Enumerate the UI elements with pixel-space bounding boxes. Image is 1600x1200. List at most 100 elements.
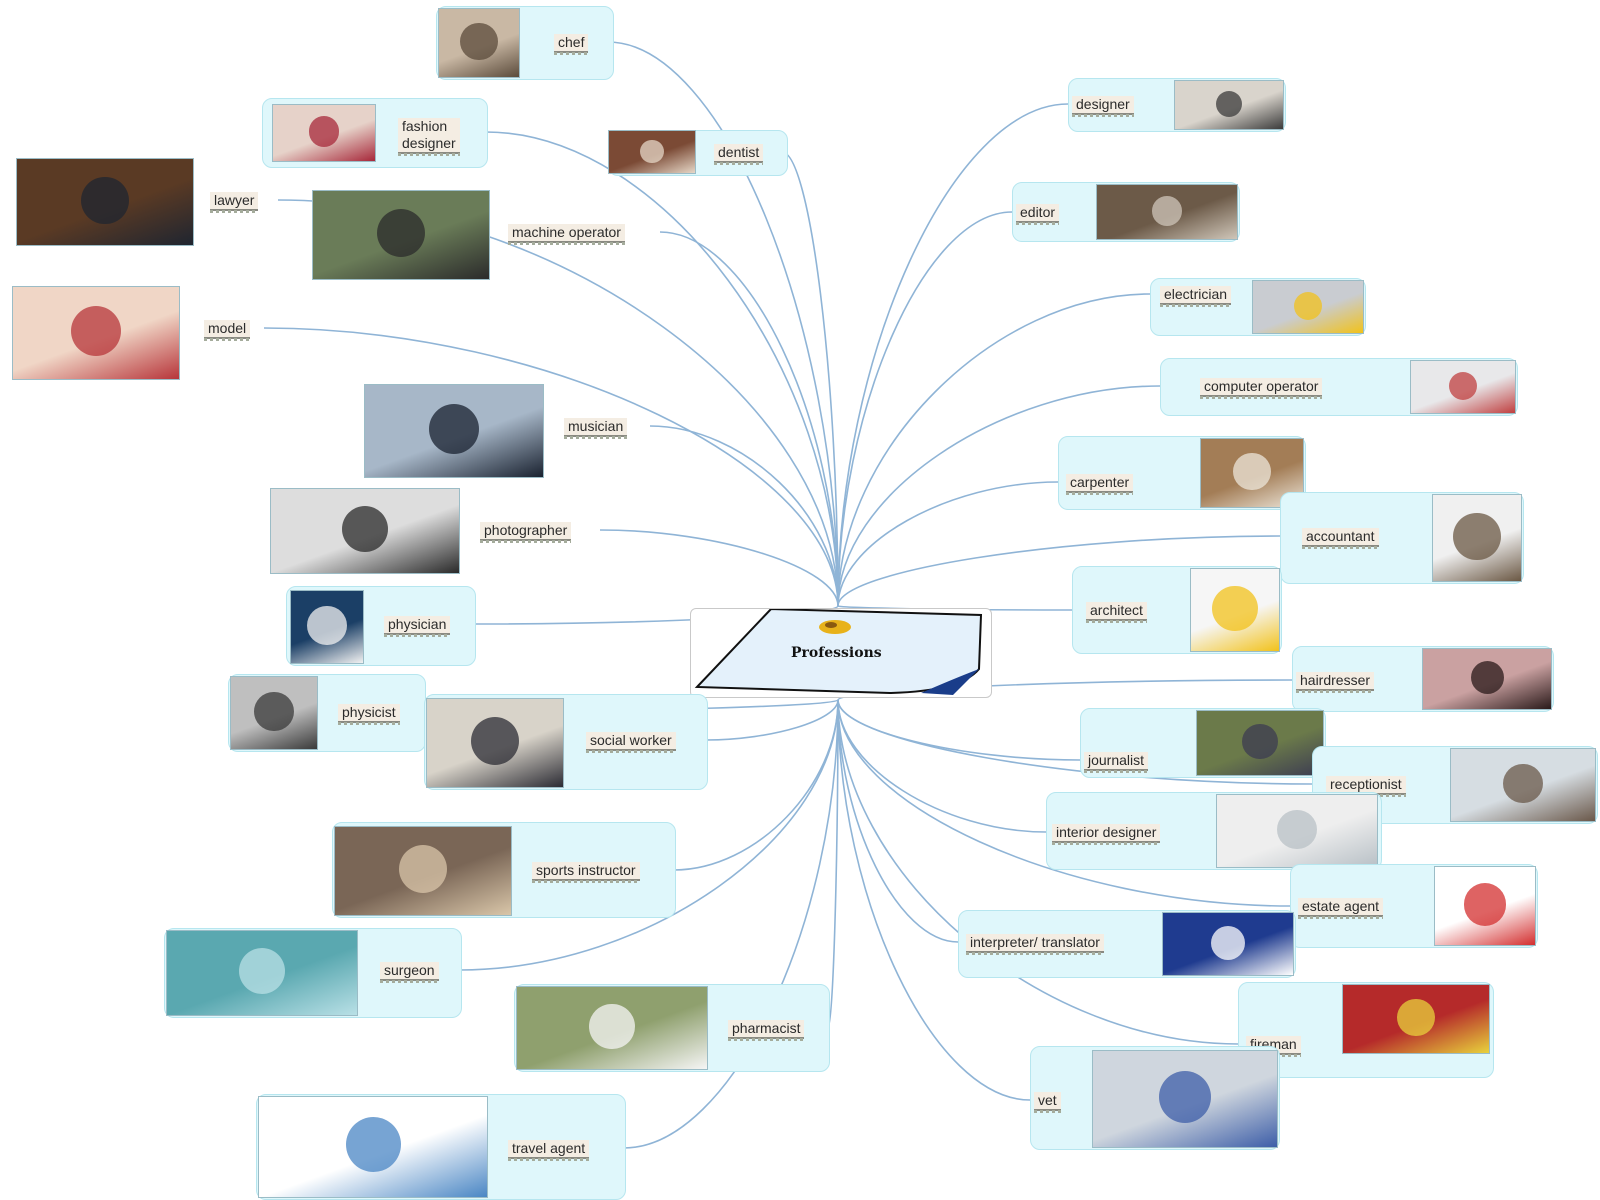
photo-fashion-designer[interactable] [272,104,376,162]
label-underline [508,1158,590,1161]
topic-label-model[interactable]: model [204,320,251,341]
connector-dentist [781,151,839,607]
topic-label-interior-designer[interactable]: interior designer [1052,824,1161,845]
photo-figure [1448,371,1478,401]
photo-chef[interactable] [438,8,520,78]
photo-journalist[interactable] [1196,710,1324,776]
photo-accountant[interactable] [1432,494,1522,582]
connector-estate-agent [837,699,1291,907]
photo-vet[interactable] [1092,1050,1278,1148]
connector-chef [607,41,839,607]
photo-interpreter-translator[interactable] [1162,912,1294,976]
photo-figure [470,717,520,766]
photo-interior-designer[interactable] [1216,794,1378,868]
photo-photographer[interactable] [270,488,460,574]
topic-label-sports-instructor[interactable]: sports instructor [532,862,640,883]
label-underline [1084,770,1149,773]
topic-label-editor[interactable]: editor [1016,204,1060,225]
photo-figure [81,176,129,224]
label-underline [728,1038,805,1041]
label-underline [714,162,764,165]
photo-figure [460,22,498,61]
connector-fashion-designer [485,131,839,607]
photo-lawyer[interactable] [16,158,194,246]
photo-estate-agent[interactable] [1434,866,1536,946]
photo-figure [1293,291,1323,321]
topic-label-musician[interactable]: musician [564,418,628,439]
topic-label-lawyer[interactable]: lawyer [210,192,259,213]
photo-figure [1233,452,1271,491]
photo-editor[interactable] [1096,184,1238,240]
topic-label-electrician[interactable]: electrician [1160,286,1232,307]
photo-carpenter[interactable] [1200,438,1304,508]
photo-physician[interactable] [290,590,364,664]
photo-figure [1210,925,1246,960]
photo-figure [1212,585,1258,631]
connector-surgeon [459,699,839,971]
photo-model[interactable] [12,286,180,380]
topic-label-journalist[interactable]: journalist [1084,752,1149,773]
topic-label-surgeon[interactable]: surgeon [380,962,439,983]
photo-figure [1215,90,1243,118]
photo-dentist[interactable] [608,130,696,174]
label-underline [1298,916,1384,919]
photo-physicist[interactable] [230,676,318,750]
photo-surgeon[interactable] [166,930,358,1016]
topic-label-architect[interactable]: architect [1086,602,1147,623]
photo-figure [1152,196,1182,226]
topic-label-vet[interactable]: vet [1034,1092,1061,1113]
topic-label-travel-agent[interactable]: travel agent [508,1140,590,1161]
photo-fireman[interactable] [1342,984,1490,1054]
topic-label-accountant[interactable]: accountant [1302,528,1379,549]
topic-label-physician[interactable]: physician [384,616,451,637]
label-underline [398,153,460,156]
topic-label-physicist[interactable]: physicist [338,704,400,725]
label-underline [1066,492,1134,495]
label-underline [380,980,439,983]
topic-label-estate-agent[interactable]: estate agent [1298,898,1384,919]
topic-label-interpreter-translator[interactable]: interpreter/ translator [966,934,1104,955]
label-underline [384,634,451,637]
photo-pharmacist[interactable] [516,986,708,1070]
topic-label-hairdresser[interactable]: hairdresser [1296,672,1375,693]
connector-carpenter [837,481,1059,607]
label-underline [204,338,251,341]
topic-label-computer-operator[interactable]: computer operator [1200,378,1323,399]
label-underline [508,242,625,245]
photo-figure [1158,1070,1212,1124]
photo-hairdresser[interactable] [1422,648,1552,710]
topic-label-social-worker[interactable]: social worker [586,732,676,753]
photo-receptionist[interactable] [1450,748,1596,822]
topic-label-machine-operator[interactable]: machine operator [508,224,625,245]
topic-label-chef[interactable]: chef [554,34,589,55]
paper-sheet-icon [694,609,983,695]
label-underline [1072,114,1134,117]
topic-label-pharmacist[interactable]: pharmacist [728,1020,805,1041]
photo-musician[interactable] [364,384,544,478]
photo-electrician[interactable] [1252,280,1364,334]
photo-computer-operator[interactable] [1410,360,1516,414]
topic-label-photographer[interactable]: photographer [480,522,572,543]
photo-machine-operator[interactable] [312,190,490,280]
topic-label-dentist[interactable]: dentist [714,144,764,165]
label-underline [210,210,259,213]
central-topic-title: Professions [791,645,882,661]
connector-electrician [837,293,1151,607]
photo-architect[interactable] [1190,568,1280,652]
topic-label-carpenter[interactable]: carpenter [1066,474,1134,495]
label-underline [1296,690,1375,693]
photo-designer[interactable] [1174,80,1284,130]
connector-computer-operator [837,385,1161,607]
photo-sports-instructor[interactable] [334,826,512,916]
photo-travel-agent[interactable] [258,1096,488,1198]
photo-figure [640,139,664,163]
topic-label-designer[interactable]: designer [1072,96,1134,117]
connector-machine-operator [659,231,839,607]
photo-figure [428,403,480,455]
label-underline [1034,1110,1061,1113]
photo-figure [341,506,389,553]
central-topic[interactable]: Professions [690,608,992,698]
photo-social-worker[interactable] [426,698,564,788]
